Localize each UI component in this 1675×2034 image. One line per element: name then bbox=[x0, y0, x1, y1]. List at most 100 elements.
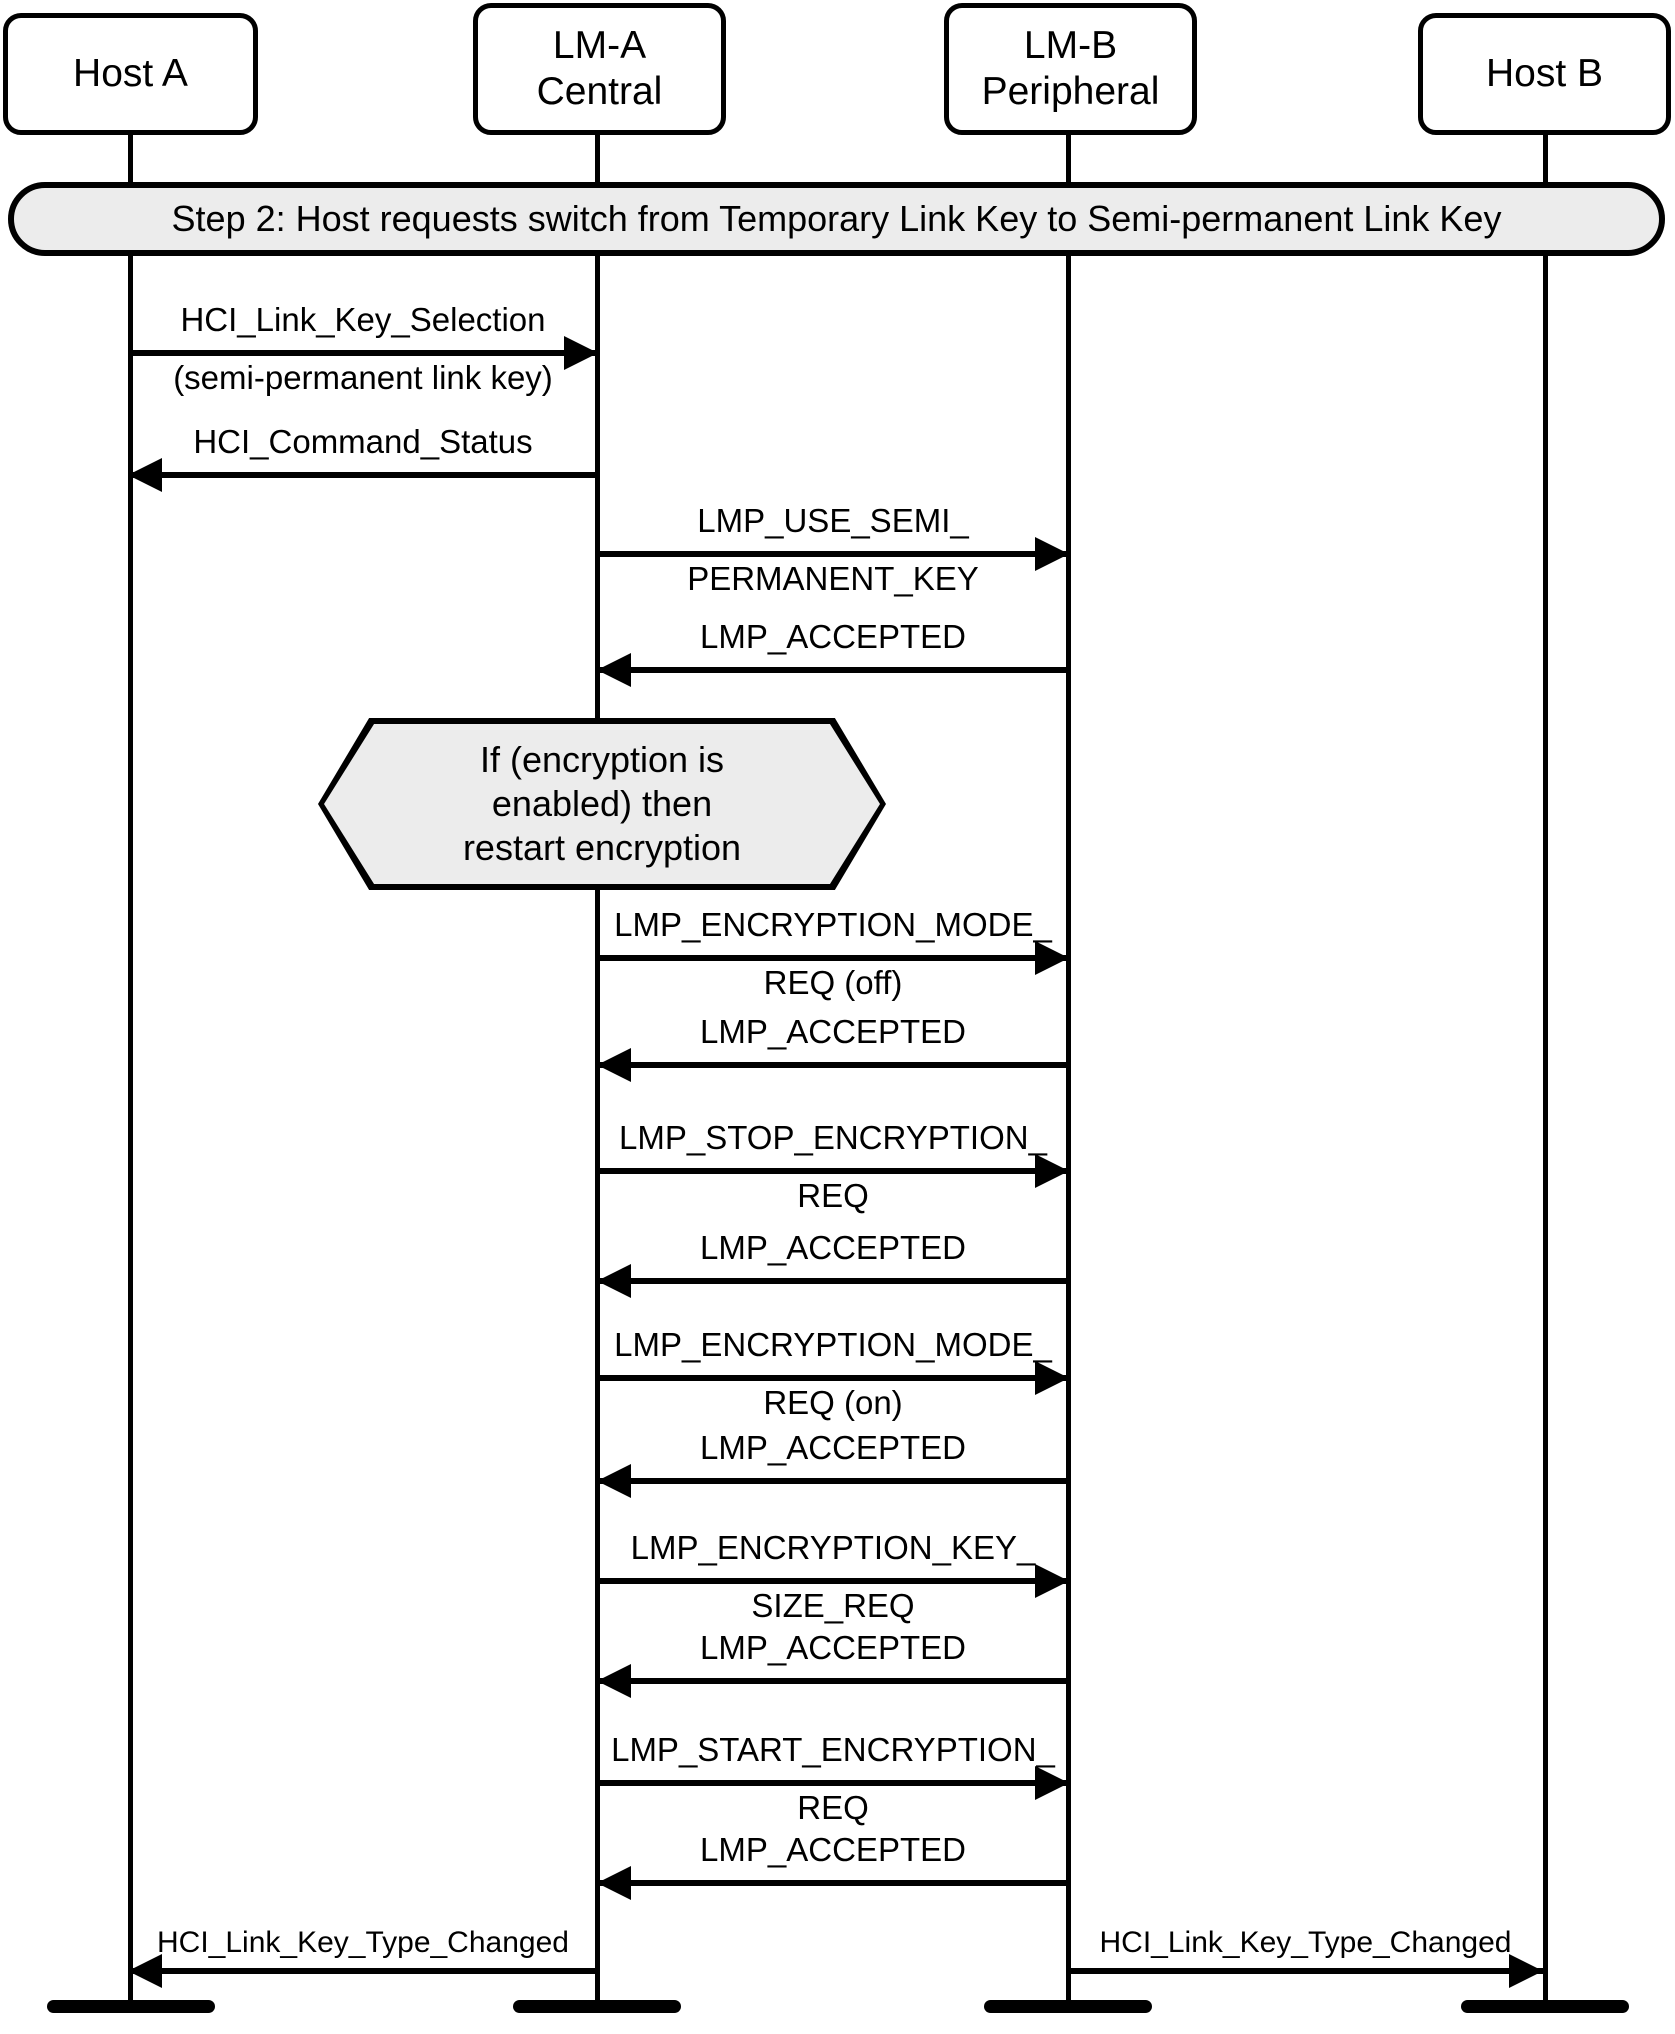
message-sublabel: PERMANENT_KEY bbox=[597, 560, 1069, 598]
message-label-line2: REQ bbox=[797, 1177, 869, 1214]
message-label-line1: LMP_ACCEPTED bbox=[700, 618, 966, 655]
message-label-line1: LMP_START_ENCRYPTION_ bbox=[611, 1731, 1055, 1768]
arrowhead-left-icon bbox=[597, 1048, 631, 1082]
arrowhead-left-icon bbox=[128, 1954, 162, 1988]
arrowhead-right-icon bbox=[564, 336, 598, 370]
message-sublabel: SIZE_REQ bbox=[597, 1587, 1069, 1625]
condition-hexagon: If (encryption is enabled) then restart … bbox=[324, 724, 880, 884]
message-label: LMP_ACCEPTED bbox=[597, 1831, 1069, 1869]
message-label-line1: LMP_ACCEPTED bbox=[700, 1831, 966, 1868]
arrowhead-left-icon bbox=[597, 1464, 631, 1498]
message-label-line2: PERMANENT_KEY bbox=[687, 560, 979, 597]
arrow-shaft bbox=[597, 1678, 1069, 1684]
condition-line3: restart encryption bbox=[462, 826, 742, 868]
message-label: HCI_Link_Key_Type_Changed bbox=[1068, 1926, 1543, 1960]
arrowhead-left-icon bbox=[128, 458, 162, 492]
arrow-shaft bbox=[597, 1375, 1069, 1381]
message-label-line1: LMP_ACCEPTED bbox=[700, 1229, 966, 1266]
arrow-shaft bbox=[1068, 1968, 1543, 1974]
message-sublabel: REQ (on) bbox=[597, 1384, 1069, 1422]
message-label-line1: LMP_ENCRYPTION_MODE_ bbox=[614, 906, 1052, 943]
message-label-line1: LMP_ACCEPTED bbox=[700, 1013, 966, 1050]
arrow-shaft bbox=[597, 1880, 1069, 1886]
message-label-line1: LMP_ENCRYPTION_MODE_ bbox=[614, 1326, 1052, 1363]
arrowhead-right-icon bbox=[1035, 537, 1069, 571]
message-label: HCI_Command_Status bbox=[128, 423, 598, 461]
message-label: HCI_Link_Key_Selection bbox=[128, 301, 598, 339]
step-banner: Step 2: Host requests switch from Tempor… bbox=[8, 182, 1665, 256]
message-label-line2: SIZE_REQ bbox=[751, 1587, 915, 1624]
arrow-shaft bbox=[597, 1062, 1069, 1068]
step-banner-text: Step 2: Host requests switch from Tempor… bbox=[171, 198, 1502, 239]
arrow-shaft bbox=[597, 1780, 1069, 1786]
lifeline-foot-host-a bbox=[47, 2000, 215, 2013]
message-label-line1: LMP_USE_SEMI_ bbox=[697, 502, 969, 539]
message-label: LMP_ACCEPTED bbox=[597, 618, 1069, 656]
arrowhead-right-icon bbox=[1035, 1564, 1069, 1598]
arrow-shaft bbox=[597, 1478, 1069, 1484]
message-label-line2: (semi-permanent link key) bbox=[173, 359, 553, 396]
message-label: LMP_ACCEPTED bbox=[597, 1013, 1069, 1051]
message-sublabel: (semi-permanent link key) bbox=[128, 359, 598, 397]
lifeline-host-a bbox=[128, 122, 133, 2000]
lifeline-foot-lm-a bbox=[513, 2000, 681, 2013]
arrowhead-right-icon bbox=[1035, 1766, 1069, 1800]
arrow-shaft bbox=[128, 350, 598, 356]
arrowhead-left-icon bbox=[597, 1264, 631, 1298]
message-label-line1: LMP_ACCEPTED bbox=[700, 1629, 966, 1666]
arrow-shaft bbox=[597, 1578, 1069, 1584]
arrowhead-left-icon bbox=[597, 1866, 631, 1900]
lifeline-foot-lm-b bbox=[984, 2000, 1152, 2013]
message-label: LMP_ACCEPTED bbox=[597, 1429, 1069, 1467]
arrowhead-right-icon bbox=[1035, 941, 1069, 975]
message-label: LMP_ENCRYPTION_MODE_ bbox=[597, 1326, 1069, 1364]
message-sublabel: REQ bbox=[597, 1789, 1069, 1827]
message-label-line1: LMP_ACCEPTED bbox=[700, 1429, 966, 1466]
message-label: HCI_Link_Key_Type_Changed bbox=[128, 1926, 598, 1960]
lifeline-lm-b bbox=[1066, 122, 1071, 2000]
message-sublabel: REQ bbox=[597, 1177, 1069, 1215]
actor-label-line2: Central bbox=[536, 70, 663, 113]
message-label-line1: LMP_ENCRYPTION_KEY_ bbox=[630, 1529, 1036, 1566]
message-sublabel: REQ (off) bbox=[597, 964, 1069, 1002]
actor-box-host-a[interactable]: Host A bbox=[3, 13, 258, 135]
actor-label-line1: Host B bbox=[1485, 51, 1604, 95]
condition-line2: enabled) then bbox=[491, 783, 713, 825]
lifeline-host-b bbox=[1543, 122, 1548, 2000]
actor-label-line2: Peripheral bbox=[981, 70, 1160, 113]
arrow-shaft bbox=[597, 551, 1069, 557]
arrow-shaft bbox=[597, 667, 1069, 673]
message-label-line2: REQ (on) bbox=[763, 1384, 903, 1421]
arrow-shaft bbox=[597, 1278, 1069, 1284]
arrowhead-right-icon bbox=[1035, 1154, 1069, 1188]
arrow-shaft bbox=[597, 955, 1069, 961]
lifeline-foot-host-b bbox=[1461, 2000, 1629, 2013]
actor-box-lm-b[interactable]: LM-B Peripheral bbox=[944, 3, 1197, 135]
arrowhead-right-icon bbox=[1035, 1361, 1069, 1395]
message-label: LMP_USE_SEMI_ bbox=[597, 502, 1069, 540]
message-label-line1: HCI_Link_Key_Type_Changed bbox=[1099, 1926, 1512, 1959]
actor-label-line1: LM-B bbox=[1023, 23, 1118, 67]
message-label-line2: REQ (off) bbox=[763, 964, 903, 1001]
message-label: LMP_ENCRYPTION_KEY_ bbox=[597, 1529, 1069, 1567]
arrow-shaft bbox=[597, 1168, 1069, 1174]
message-label: LMP_ACCEPTED bbox=[597, 1629, 1069, 1667]
arrow-shaft bbox=[128, 1968, 598, 1974]
actor-label-line1: LM-A bbox=[552, 23, 647, 67]
actor-box-host-b[interactable]: Host B bbox=[1418, 13, 1671, 135]
message-label: LMP_ACCEPTED bbox=[597, 1229, 1069, 1267]
message-label-line1: HCI_Link_Key_Type_Changed bbox=[157, 1926, 569, 1959]
message-label-line1: HCI_Command_Status bbox=[193, 423, 533, 460]
message-label: LMP_ENCRYPTION_MODE_ bbox=[597, 906, 1069, 944]
actor-box-lm-a[interactable]: LM-A Central bbox=[473, 3, 726, 135]
arrowhead-right-icon bbox=[1509, 1954, 1543, 1988]
arrowhead-left-icon bbox=[597, 653, 631, 687]
actor-label-line1: Host A bbox=[73, 51, 188, 95]
condition-line1: If (encryption is bbox=[479, 739, 725, 781]
message-label-line1: HCI_Link_Key_Selection bbox=[180, 301, 546, 338]
message-label: LMP_STOP_ENCRYPTION_ bbox=[597, 1119, 1069, 1157]
arrow-shaft bbox=[128, 472, 598, 478]
message-label: LMP_START_ENCRYPTION_ bbox=[597, 1731, 1069, 1769]
message-label-line1: LMP_STOP_ENCRYPTION_ bbox=[619, 1119, 1047, 1156]
